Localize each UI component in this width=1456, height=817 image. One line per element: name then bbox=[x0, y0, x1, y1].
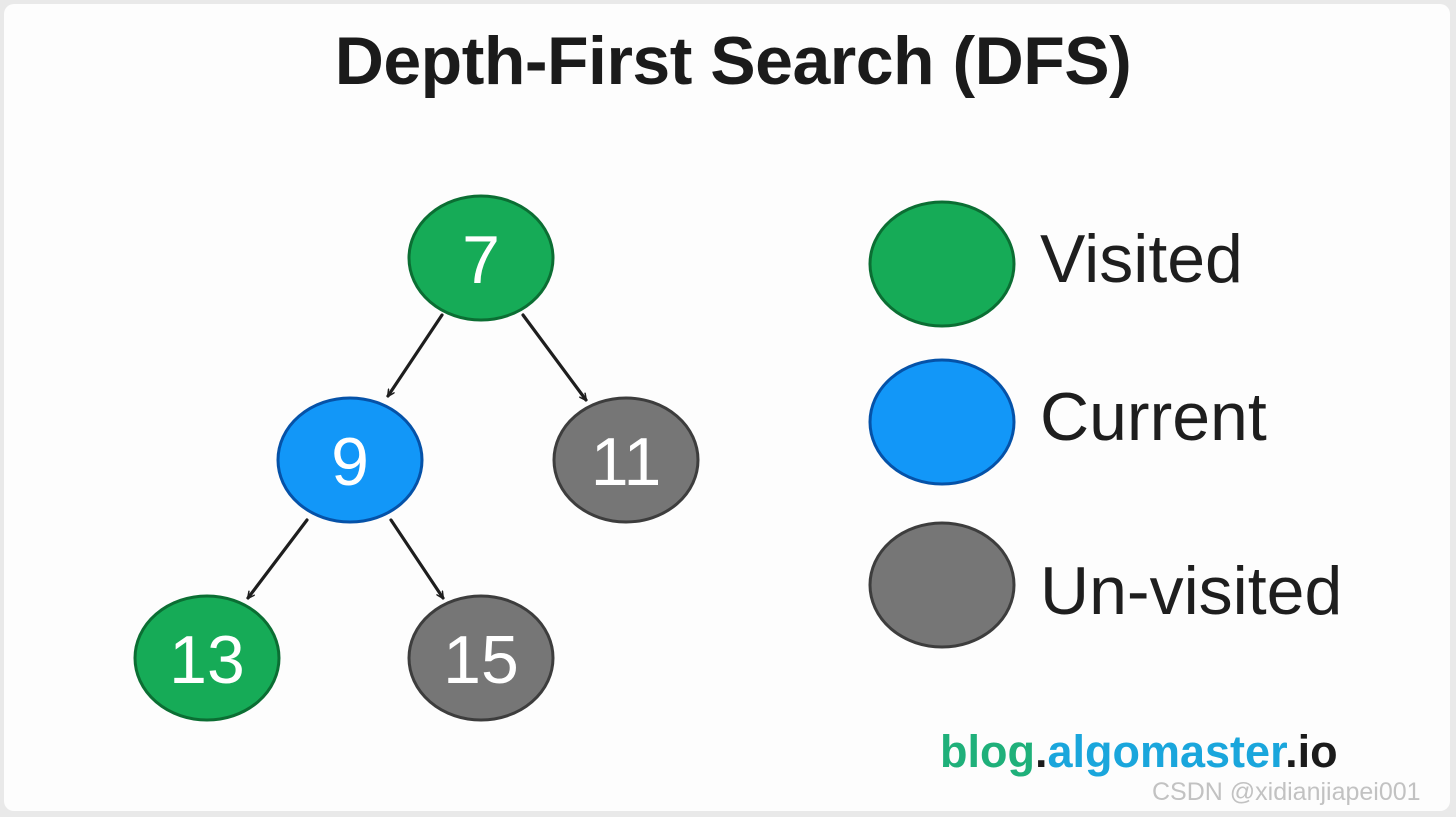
node-label: 13 bbox=[169, 622, 245, 698]
brand-part-blog: blog bbox=[940, 726, 1035, 777]
node-label: 9 bbox=[331, 424, 369, 500]
legend-label-visited: Visited bbox=[1040, 221, 1243, 297]
diagram-title: Depth-First Search (DFS) bbox=[334, 23, 1132, 99]
edge-n7-n11 bbox=[521, 313, 588, 402]
tree-node-15: 15 bbox=[407, 594, 555, 722]
brand-dot-2: . bbox=[1285, 726, 1298, 777]
legend-swatch-visited bbox=[868, 200, 1016, 328]
legend-swatches bbox=[868, 200, 1016, 649]
tree-edges bbox=[246, 313, 588, 600]
legend-swatch-current bbox=[868, 358, 1016, 486]
legend-label-unvisited: Un-visited bbox=[1040, 553, 1343, 629]
watermark: CSDN @xidianjiapei001 bbox=[1152, 778, 1421, 806]
tree-node-7: 7 bbox=[407, 194, 555, 322]
node-visited-shape bbox=[133, 594, 281, 722]
node-label: 7 bbox=[462, 222, 500, 298]
node-current-shape bbox=[276, 396, 424, 524]
tree-nodes: 7 9 11 13 15 bbox=[133, 194, 700, 722]
node-visited-shape bbox=[407, 194, 555, 322]
edge-n9-n13 bbox=[246, 518, 309, 600]
edge-n7-n9 bbox=[386, 313, 444, 398]
brand-dot-1: . bbox=[1034, 726, 1048, 777]
tree-node-9: 9 bbox=[276, 396, 424, 524]
node-unvisited-shape bbox=[552, 396, 700, 524]
node-label: 11 bbox=[591, 424, 662, 500]
node-unvisited-shape bbox=[407, 594, 555, 722]
legend-label-current: Current bbox=[1040, 379, 1267, 455]
legend-swatch-unvisited bbox=[868, 521, 1016, 649]
brand-part-algomaster: algomaster bbox=[1047, 726, 1286, 777]
node-label: 15 bbox=[443, 622, 519, 698]
tree-node-11: 11 bbox=[552, 396, 700, 524]
tree-node-13: 13 bbox=[133, 594, 281, 722]
brand-part-io: io bbox=[1297, 726, 1338, 777]
brand-logo: blog.algomaster.io bbox=[940, 726, 1338, 778]
edge-n9-n15 bbox=[389, 518, 445, 600]
